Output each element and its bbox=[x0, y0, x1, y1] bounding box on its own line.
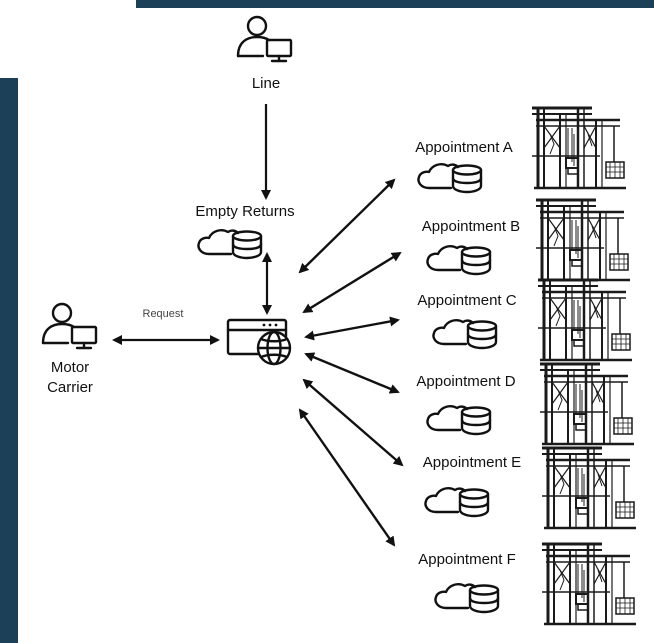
appointment-e-label: Appointment E bbox=[423, 454, 521, 471]
motor-carrier-label-line1: Motor bbox=[51, 359, 89, 376]
arrow-portal-appointment-c bbox=[304, 316, 400, 341]
line-node: Line bbox=[236, 15, 293, 92]
appointment-f-label: Appointment F bbox=[418, 551, 516, 568]
container-terminal-crane-icon bbox=[538, 538, 638, 628]
motor-carrier-label-line2: Carrier bbox=[47, 379, 93, 396]
cloud-database-icon bbox=[434, 583, 500, 614]
appointment-d-label: Appointment D bbox=[416, 373, 515, 390]
arrow-portal-appointment-a bbox=[298, 178, 396, 274]
left-band bbox=[0, 78, 18, 643]
cloud-database-icon bbox=[424, 487, 490, 518]
appointment-c-label: Appointment C bbox=[417, 292, 516, 309]
appointment-c: Appointment C bbox=[417, 274, 634, 364]
arrow-portal-appointment-b bbox=[302, 251, 402, 314]
arrow-portal-appointment-f bbox=[298, 408, 396, 547]
cloud-database-icon bbox=[426, 245, 492, 276]
cloud-database-icon bbox=[417, 163, 483, 194]
motor-carrier-node: Motor Carrier bbox=[41, 302, 98, 396]
container-terminal-crane-icon bbox=[538, 442, 638, 532]
container-terminal-crane-icon bbox=[536, 358, 636, 448]
request-label: Request bbox=[143, 308, 184, 320]
container-terminal-crane-icon bbox=[528, 102, 628, 192]
empty-returns-label: Empty Returns bbox=[195, 203, 294, 220]
user-computer-icon bbox=[236, 15, 293, 63]
appointment-b-label: Appointment B bbox=[422, 218, 520, 235]
arrow-portal-appointment-e bbox=[302, 378, 404, 467]
container-terminal-crane-icon bbox=[534, 274, 634, 364]
user-computer-icon bbox=[41, 302, 98, 350]
appointment-a: Appointment A bbox=[415, 102, 628, 194]
appointment-f: Appointment F bbox=[418, 538, 638, 628]
cloud-database-icon bbox=[197, 229, 263, 260]
line-label: Line bbox=[252, 75, 280, 92]
appointment-d: Appointment D bbox=[416, 358, 636, 448]
web-portal-icon bbox=[226, 318, 292, 366]
cloud-database-icon bbox=[432, 319, 498, 350]
cloud-database-icon bbox=[426, 405, 492, 436]
appointment-b: Appointment B bbox=[422, 194, 632, 284]
appointment-a-label: Appointment A bbox=[415, 139, 513, 156]
empty-returns-node: Empty Returns bbox=[195, 203, 295, 260]
appointment-e: Appointment E bbox=[423, 442, 638, 532]
arrow-portal-appointment-d bbox=[304, 352, 400, 394]
container-terminal-crane-icon bbox=[532, 194, 632, 284]
top-band bbox=[136, 0, 654, 8]
